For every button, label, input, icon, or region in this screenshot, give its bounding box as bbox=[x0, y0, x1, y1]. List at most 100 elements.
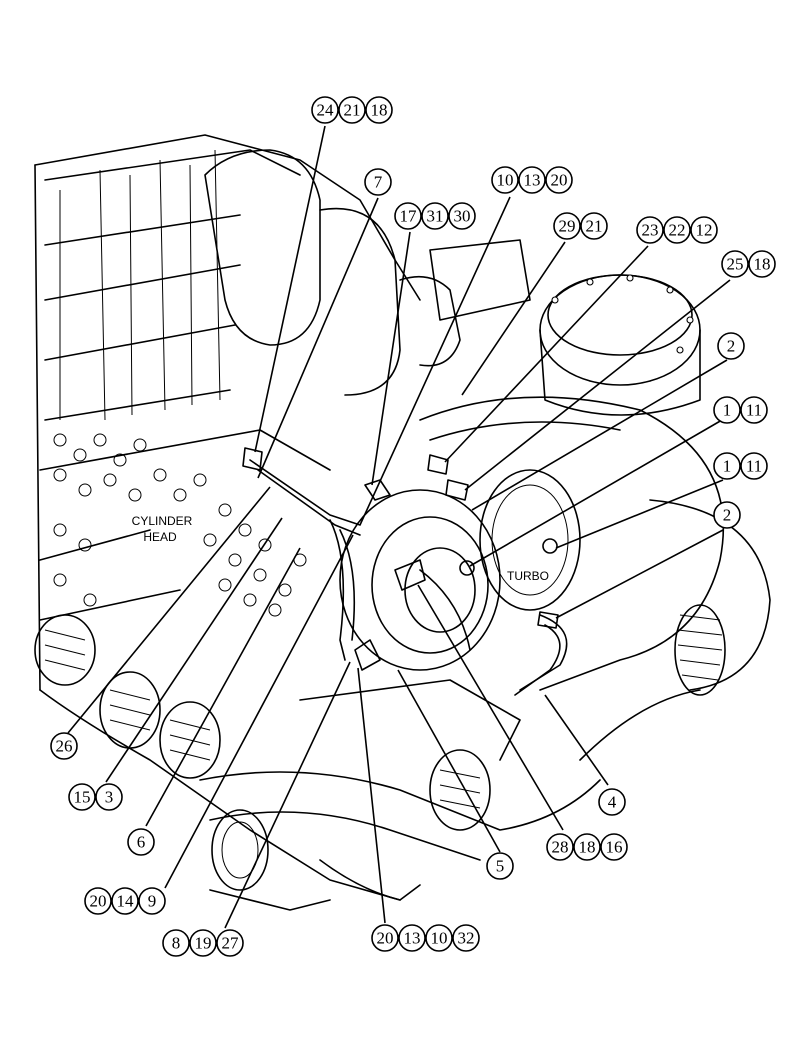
callout-circle bbox=[84, 887, 112, 915]
callout-circle bbox=[740, 452, 768, 480]
callout-number: 13 bbox=[524, 171, 541, 190]
callout-number: 26 bbox=[56, 737, 73, 756]
callout-number: 10 bbox=[497, 171, 514, 190]
callout-circle bbox=[425, 924, 453, 952]
callout-number: 6 bbox=[137, 833, 146, 852]
callout-number: 22 bbox=[669, 221, 686, 240]
callout-circle bbox=[636, 216, 664, 244]
callout-circle bbox=[338, 96, 366, 124]
callout-c16: 8 19 27 bbox=[162, 929, 244, 957]
callout-c1: 24 21 18 bbox=[311, 96, 393, 124]
callout-number: 10 bbox=[431, 929, 448, 948]
callout-number: 21 bbox=[344, 101, 361, 120]
callout-circle bbox=[573, 833, 601, 861]
callout-number: 14 bbox=[117, 892, 135, 911]
callout-circle bbox=[68, 783, 96, 811]
callout-circle bbox=[717, 332, 745, 360]
callout-number: 29 bbox=[559, 217, 576, 236]
callout-circle bbox=[663, 216, 691, 244]
callout-circle bbox=[713, 501, 741, 529]
callout-circle bbox=[491, 166, 519, 194]
callout-circle bbox=[553, 212, 581, 240]
callout-number: 18 bbox=[371, 101, 388, 120]
cylinder-head-label-line2: HEAD bbox=[143, 530, 177, 544]
callout-number: 27 bbox=[222, 934, 240, 953]
turbo-label: TURBO bbox=[507, 569, 549, 583]
leader-lines bbox=[67, 125, 731, 929]
callout-number: 11 bbox=[746, 457, 762, 476]
callout-circle bbox=[394, 202, 422, 230]
callout-circle bbox=[50, 732, 78, 760]
callout-circle bbox=[448, 202, 476, 230]
callout-circle bbox=[311, 96, 339, 124]
callout-number: 25 bbox=[727, 255, 744, 274]
callout-number: 2 bbox=[723, 506, 732, 525]
callout-number: 20 bbox=[377, 929, 394, 948]
callout-c7: 25 18 bbox=[721, 250, 776, 278]
callout-circle bbox=[111, 887, 139, 915]
callout-number: 11 bbox=[746, 401, 762, 420]
callout-number: 16 bbox=[606, 838, 623, 857]
callout-number: 32 bbox=[458, 929, 475, 948]
callout-circle bbox=[690, 216, 718, 244]
callout-circle bbox=[138, 887, 166, 915]
callout-circle bbox=[600, 833, 628, 861]
callout-circle bbox=[546, 833, 574, 861]
callout-c6: 23 22 12 bbox=[636, 216, 718, 244]
cylinder-head-label: CYLINDER bbox=[132, 514, 193, 528]
callout-circle bbox=[127, 828, 155, 856]
callout-number: 13 bbox=[404, 929, 421, 948]
callout-number: 24 bbox=[317, 101, 335, 120]
callout-circle bbox=[371, 924, 399, 952]
callout-circle bbox=[216, 929, 244, 957]
callout-number: 20 bbox=[90, 892, 107, 911]
callout-number: 4 bbox=[608, 793, 617, 812]
callout-circle bbox=[162, 929, 190, 957]
callout-number: 28 bbox=[552, 838, 569, 857]
callout-c5: 29 21 bbox=[553, 212, 608, 240]
callout-c17: 20 13 10 32 bbox=[371, 924, 480, 952]
callout-circle bbox=[398, 924, 426, 952]
callout-number: 2 bbox=[727, 337, 736, 356]
callout-circle bbox=[721, 250, 749, 278]
callout-circle bbox=[518, 166, 546, 194]
callout-number: 19 bbox=[195, 934, 212, 953]
callout-circle bbox=[740, 396, 768, 424]
callout-number: 8 bbox=[172, 934, 181, 953]
callout-number: 12 bbox=[696, 221, 713, 240]
callout-circle bbox=[365, 96, 393, 124]
callout-number: 30 bbox=[454, 207, 471, 226]
callout-c14: 6 bbox=[127, 828, 155, 856]
callout-number: 5 bbox=[496, 857, 505, 876]
callout-circle bbox=[452, 924, 480, 952]
callout-number: 23 bbox=[642, 221, 659, 240]
callout-number: 9 bbox=[148, 892, 157, 911]
callout-circle bbox=[748, 250, 776, 278]
callout-number: 21 bbox=[586, 217, 603, 236]
callout-c15: 20 14 9 bbox=[84, 887, 166, 915]
callout-circle bbox=[713, 452, 741, 480]
callout-number: 15 bbox=[74, 788, 91, 807]
callout-c18: 5 bbox=[486, 852, 514, 880]
callout-c3: 10 13 20 bbox=[491, 166, 573, 194]
callout-number: 20 bbox=[551, 171, 568, 190]
callout-number: 17 bbox=[400, 207, 418, 226]
callout-circle bbox=[486, 852, 514, 880]
callout-circle bbox=[598, 788, 626, 816]
callout-circle bbox=[421, 202, 449, 230]
callout-circle bbox=[95, 783, 123, 811]
callout-circle bbox=[545, 166, 573, 194]
callout-number: 18 bbox=[754, 255, 771, 274]
callout-c8: 2 bbox=[717, 332, 745, 360]
callout-number: 31 bbox=[427, 207, 444, 226]
callout-c20: 4 bbox=[598, 788, 626, 816]
callout-number: 3 bbox=[105, 788, 114, 807]
callout-circle bbox=[364, 168, 392, 196]
callout-circle bbox=[713, 396, 741, 424]
callout-c2: 7 bbox=[364, 168, 392, 196]
